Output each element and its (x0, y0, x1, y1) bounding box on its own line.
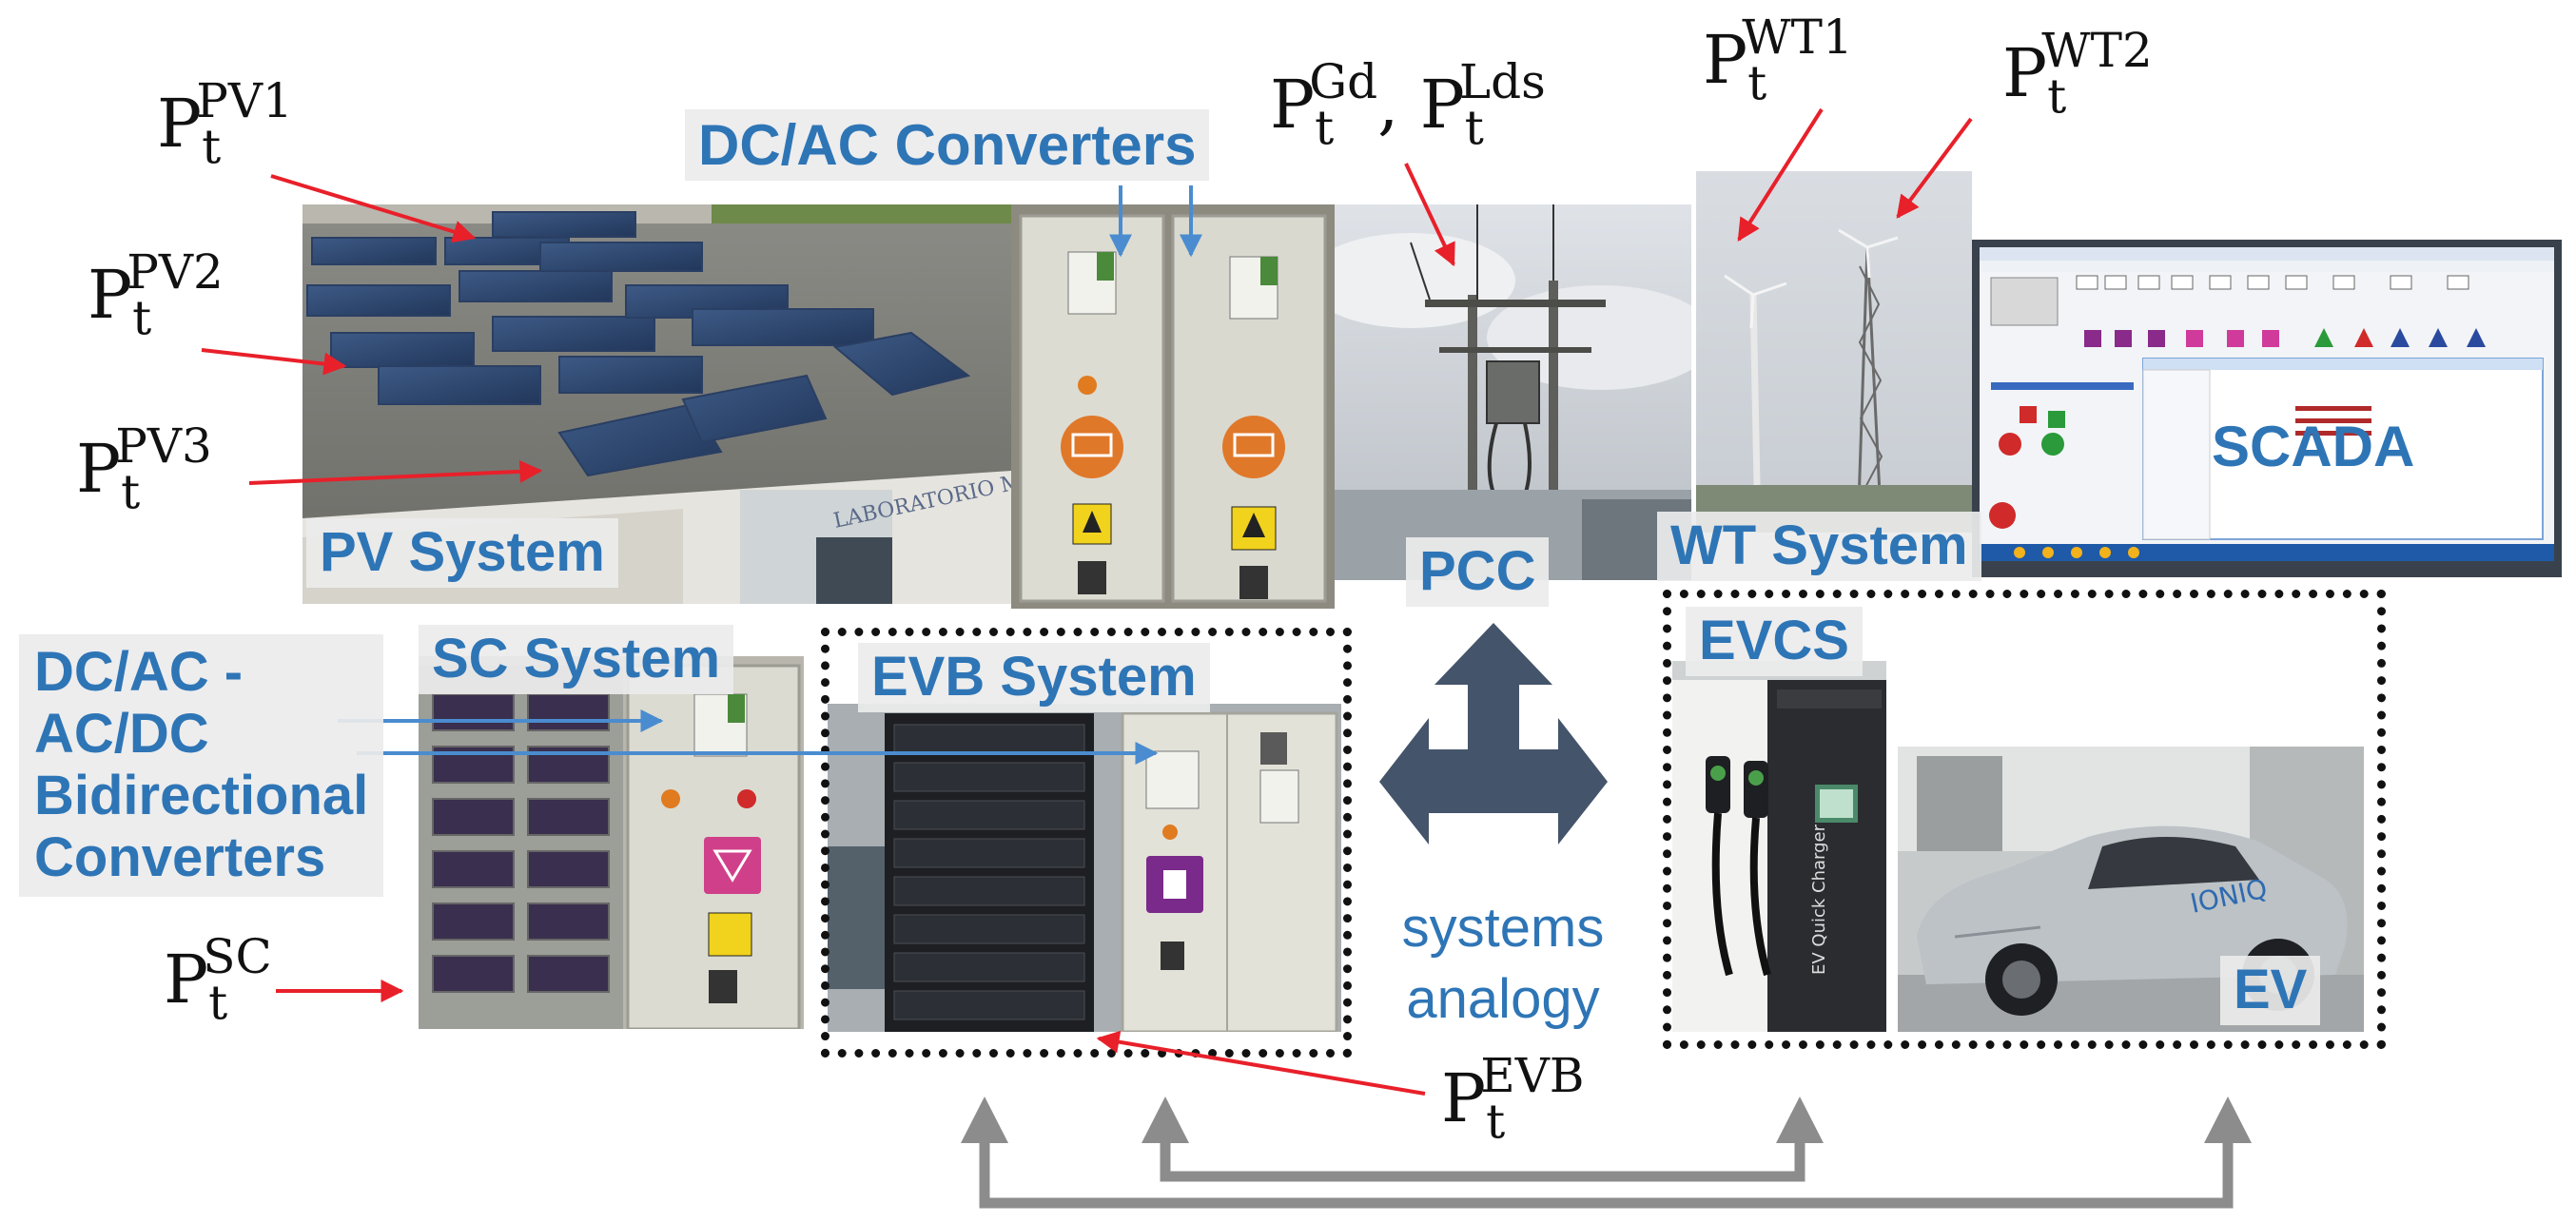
feedback-loop (979, 1141, 2234, 1209)
svg-text:EV Quick Charger: EV Quick Charger (1809, 824, 1829, 975)
arrow-gd (1404, 163, 1455, 267)
ev-label: EV (2220, 956, 2321, 1025)
symbol-p-gd-lds: PtGd, PtLds (1270, 54, 1546, 156)
symbol-p-pv3: PtPV3 (76, 418, 212, 520)
pcc-photo (1335, 204, 1691, 580)
systems-analogy-label: systems analogy (1351, 892, 1655, 1036)
bidir-line-2: AC/DC (34, 702, 209, 765)
arrow-wt1 (1737, 107, 1824, 243)
symbol-p-pv2: PtPV2 (88, 244, 224, 346)
evb-system-photo (828, 704, 1341, 1032)
symbol-p-sc: PtSC (164, 929, 272, 1031)
evb-system-group (821, 628, 1352, 1058)
evcs-photo: EV Quick Charger (1672, 661, 1886, 1032)
symbol-p-wt1: PtWT1 (1703, 10, 1853, 111)
evb-system-label: EVB System (858, 643, 1210, 712)
arrow-wt2 (1896, 117, 1973, 219)
arrow-pv3 (248, 459, 543, 485)
pcc-label: PCC (1406, 537, 1550, 607)
arrow-pv1 (270, 174, 477, 243)
ev-group (1663, 590, 2386, 1049)
arrow-pv2 (201, 348, 347, 376)
bidir-line-1: DC/AC - (34, 641, 244, 703)
bidirectional-converters-label: DC/AC - AC/DC Bidirectional Converters (19, 634, 384, 897)
scada-label: SCADA (2212, 415, 2415, 478)
symbol-p-evb: PtEVB (1441, 1048, 1585, 1150)
hub-arrow (1379, 623, 1608, 844)
analogy-line-2: analogy (1406, 968, 1600, 1031)
sc-system-photo (419, 656, 804, 1029)
evcs-label: EVCS (1686, 607, 1863, 676)
scada-photo (1972, 240, 2562, 577)
analogy-line-1: systems (1401, 897, 1605, 959)
symbol-p-pv1: PtPV1 (157, 73, 293, 175)
ev-photo: IONIQ (1898, 747, 2364, 1032)
dcac-converters-label: DC/AC Converters (685, 109, 1210, 182)
bidir-line-3: Bidirectional (34, 764, 369, 826)
pv-system-label: PV System (306, 518, 618, 588)
bidir-line-4: Converters (34, 825, 326, 888)
symbol-p-wt2: PtWT2 (2002, 23, 2153, 125)
wt-system-label: WT System (1657, 512, 1981, 581)
arrow-evb (1096, 1030, 1426, 1096)
dcac-converter-photo (1011, 204, 1335, 609)
sc-system-label: SC System (419, 625, 734, 694)
